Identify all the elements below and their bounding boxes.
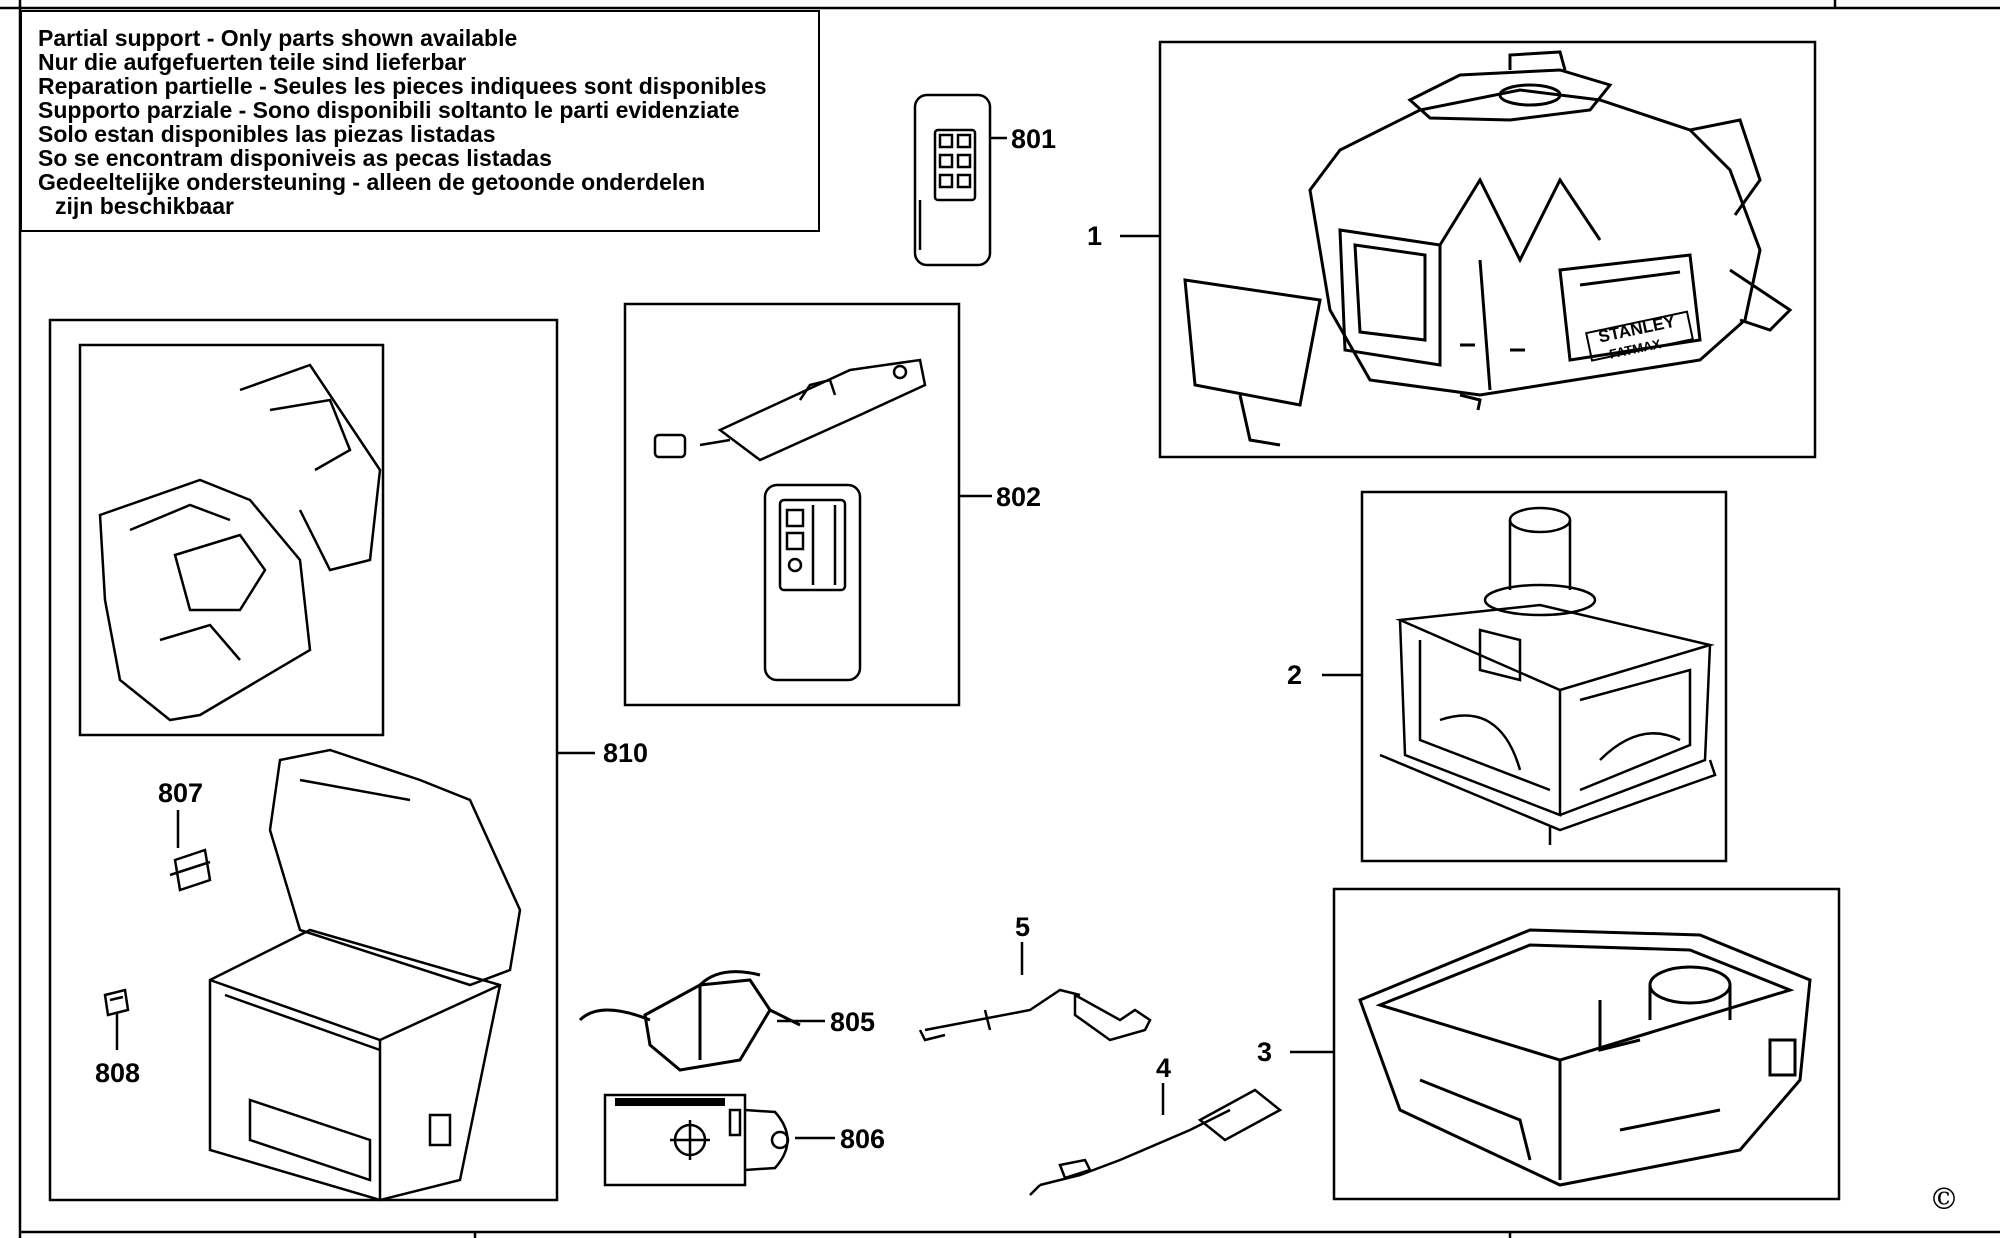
- notice-line-nl-cont: zijn beschikbaar: [55, 193, 234, 219]
- callout-810: 810: [603, 738, 648, 768]
- notice-line-it: Supporto parziale - Sono disponibili sol…: [38, 97, 740, 123]
- part-802-box: [623, 302, 961, 707]
- laser-glasses-drawing: [578, 970, 801, 1072]
- copyright-symbol: ©: [1929, 1182, 1959, 1217]
- callout-806: 806: [840, 1124, 885, 1154]
- callout-4: 4: [1156, 1053, 1171, 1083]
- callout-2: 2: [1287, 660, 1302, 690]
- rotary-laser-drawing: [1183, 50, 1793, 447]
- part-2-box: [1360, 490, 1728, 863]
- callout-807: 807: [158, 778, 203, 808]
- callout-3: 3: [1257, 1037, 1272, 1067]
- foam-insert-box: [78, 343, 385, 737]
- brand-plate: [1585, 310, 1694, 362]
- callout-5: 5: [1015, 912, 1030, 942]
- notice-line-pt: So se encontram disponiveis as pecas lis…: [38, 145, 552, 171]
- partial-support-notice: Partial support - Only parts shown avail…: [20, 10, 820, 232]
- notice-line-es: Solo estan disponibles las piezas listad…: [38, 121, 496, 147]
- leader-lines: [115, 136, 1362, 1140]
- part-810-box: [48, 318, 559, 1202]
- copyright-mark: ©: [1929, 1185, 1959, 1215]
- latch-807-drawing: [169, 848, 212, 892]
- part-3-box: [1332, 887, 1841, 1201]
- charger-cable-drawing: [1029, 1088, 1283, 1196]
- notice-line-en: Partial support - Only parts shown avail…: [38, 25, 518, 51]
- callout-801: 801: [1011, 124, 1056, 154]
- callout-805: 805: [830, 1007, 875, 1037]
- callout-802: 802: [996, 482, 1041, 512]
- base-housing-drawing: [1358, 928, 1812, 1187]
- foam-insert-drawing: [98, 363, 382, 722]
- target-plate-ruler: [615, 1098, 725, 1106]
- car-adapter-cable-drawing: [918, 988, 1152, 1042]
- chassis-drawing: [1379, 506, 1717, 845]
- notice-line-de: Nur die aufgefuerten teile sind lieferba…: [38, 49, 467, 75]
- detector-drawing: [763, 483, 862, 682]
- callout-1: 1: [1087, 221, 1102, 251]
- notice-line-nl: Gedeeltelijke ondersteuning - alleen de …: [38, 169, 706, 195]
- clip-808-drawing: [103, 988, 130, 1017]
- remote-control-drawing: [913, 93, 992, 267]
- target-plate-drawing: [603, 1093, 790, 1187]
- carry-case-drawing: [208, 748, 522, 1202]
- callout-808: 808: [95, 1058, 140, 1088]
- notice-line-fr: Reparation partielle - Seules les pieces…: [38, 73, 767, 99]
- detector-bracket-drawing: [653, 358, 927, 462]
- part-1-box: [1158, 40, 1817, 459]
